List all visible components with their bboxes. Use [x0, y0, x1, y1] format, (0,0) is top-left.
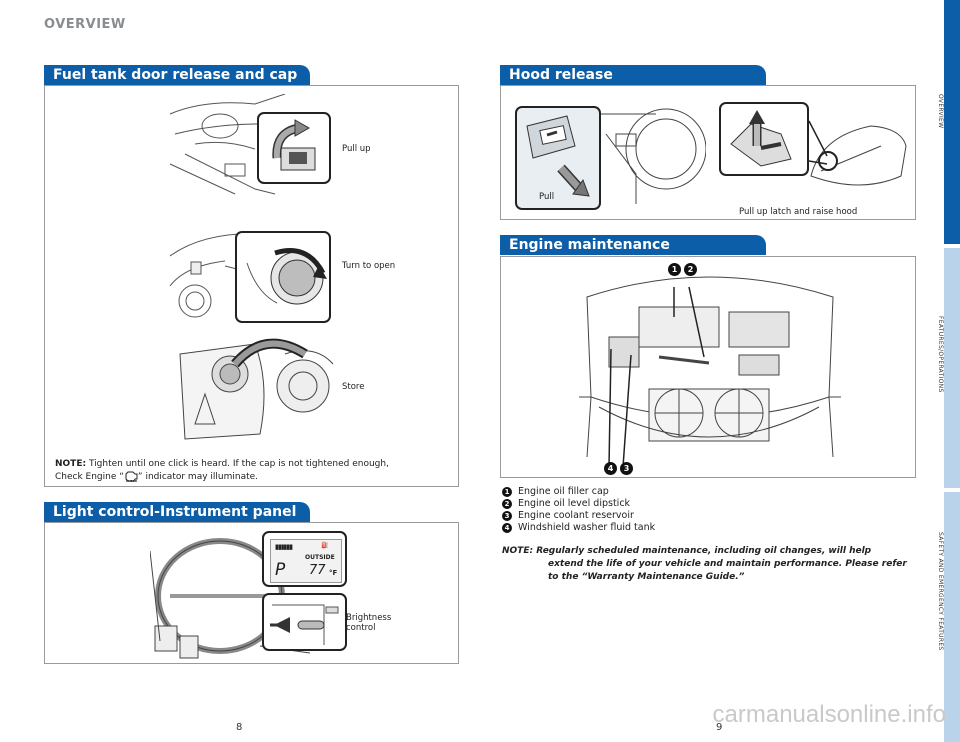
light-panel: ▮▮▮▮▮▮ ⛽ OUTSIDE P 77 °F Brightness cont… — [44, 522, 459, 664]
side-tab-safety[interactable]: SAFETY AND EMERGENCY FEATURES — [937, 492, 960, 742]
hood-release-lever-inset: Pull — [515, 106, 601, 210]
engine-marker-3: 3 — [620, 462, 633, 475]
side-tab-features[interactable]: FEATURES/OPERATIONS — [937, 248, 960, 488]
legend-label: Engine oil level dipstick — [518, 498, 631, 509]
brightness-knob-icon — [270, 604, 339, 645]
maintenance-note-line1: Regularly scheduled maintenance, includi… — [536, 546, 872, 556]
list-item: 1 Engine oil filler cap — [502, 486, 655, 498]
fuel-section-heading: Fuel tank door release and cap — [44, 65, 310, 85]
step-turn-to-open-label: Turn to open — [342, 261, 396, 271]
side-tab-safety-label: SAFETY AND EMERGENCY FEATURES — [937, 532, 944, 651]
engine-marker-2: 2 — [684, 263, 697, 276]
fuel-note-line2b: ” indicator may illuminate. — [137, 472, 259, 482]
check-engine-icon: CHECK — [124, 471, 138, 483]
hood-latch-icon — [730, 110, 792, 167]
side-tab-overview-label: OVERVIEW — [937, 94, 944, 129]
gear-indicator: P — [275, 560, 286, 580]
multi-info-display: ▮▮▮▮▮▮ ⛽ OUTSIDE P 77 °F — [270, 539, 342, 583]
left-page-number: 8 — [236, 722, 243, 733]
engine-legend: 1 Engine oil filler cap 2 Engine oil level… — [502, 486, 655, 534]
brightness-label-line1: Brightness — [346, 613, 392, 623]
side-tab-overview[interactable]: OVERVIEW — [937, 0, 960, 244]
side-tab-features-label: FEATURES/OPERATIONS — [937, 316, 944, 393]
outside-temp-value: 77 — [309, 563, 326, 578]
fuel-note-line2a: Check Engine “ — [55, 472, 124, 482]
brightness-control-label: Brightness control — [346, 613, 391, 633]
engine-marker-4: 4 — [604, 462, 617, 475]
list-item: 2 Engine oil level dipstick — [502, 498, 655, 510]
outside-label: OUTSIDE — [305, 554, 335, 561]
legend-label: Windshield washer fluid tank — [518, 522, 656, 533]
legend-number: 2 — [502, 499, 512, 509]
fuel-note-label: NOTE: — [55, 459, 87, 469]
engine-section-heading: Engine maintenance — [500, 235, 766, 255]
fuel-note: NOTE: Tighten until one click is heard. … — [55, 458, 455, 484]
turn-cap-icon — [246, 248, 327, 305]
engine-bay-illustration — [579, 276, 841, 467]
maintenance-note-line2: extend the life of your vehicle and main… — [548, 559, 907, 569]
step-pull-up-label: Pull up — [342, 144, 371, 154]
maintenance-note-line3: to the “Warranty Maintenance Guide.” — [548, 572, 745, 582]
fuel-panel: Pull up Turn to open — [44, 85, 459, 487]
dashboard-illustration — [596, 108, 706, 204]
fuel-pump-icon: ⛽ — [321, 542, 329, 549]
instrument-display-inset: ▮▮▮▮▮▮ ⛽ OUTSIDE P 77 °F — [262, 531, 347, 587]
step-store-label: Store — [342, 382, 365, 392]
engine-panel: 1 2 4 3 — [500, 256, 916, 478]
legend-number: 1 — [502, 487, 512, 497]
list-item: 3 Engine coolant reservoir — [502, 510, 655, 522]
light-section-heading: Light control-Instrument panel — [44, 502, 310, 522]
page-title: OVERVIEW — [44, 17, 126, 32]
hood-section-heading: Hood release — [500, 65, 766, 85]
brightness-label-line2: control — [346, 623, 376, 633]
engine-marker-1: 1 — [668, 263, 681, 276]
hood-panel: Pull Pull up latch and raise hood — [500, 85, 916, 220]
pull-up-arrow-icon — [272, 119, 316, 171]
fuel-door-release-illustration — [169, 94, 286, 195]
brightness-control-inset — [262, 593, 347, 651]
legend-label: Engine oil filler cap — [518, 486, 609, 497]
legend-label: Engine coolant reservoir — [518, 510, 634, 521]
maintenance-note: NOTE: Regularly scheduled maintenance, i… — [502, 545, 922, 584]
fuel-lever-inset — [257, 112, 331, 184]
maintenance-note-label: NOTE: — [502, 546, 534, 556]
list-item: 4 Windshield washer fluid tank — [502, 522, 655, 534]
fuel-note-line1: Tighten until one click is heard. If the… — [88, 459, 389, 469]
fuel-gauge-bars: ▮▮▮▮▮▮ — [275, 543, 293, 551]
legend-number: 4 — [502, 523, 512, 533]
pull-up-latch-label: Pull up latch and raise hood — [739, 207, 858, 217]
legend-number: 3 — [502, 511, 512, 521]
car-front-illustration — [808, 120, 907, 186]
fuel-cap-inset — [235, 231, 331, 323]
right-page-number: 9 — [716, 722, 723, 733]
outside-temp-unit: °F — [329, 569, 338, 577]
hood-latch-inset — [719, 102, 809, 176]
pull-label: Pull — [539, 192, 555, 202]
watermark: carmanualsonline.info — [712, 701, 946, 728]
fuel-cap-store-illustration — [179, 338, 334, 440]
check-engine-icon-text: CHECK — [125, 479, 138, 483]
hood-lever-icon — [526, 115, 590, 197]
